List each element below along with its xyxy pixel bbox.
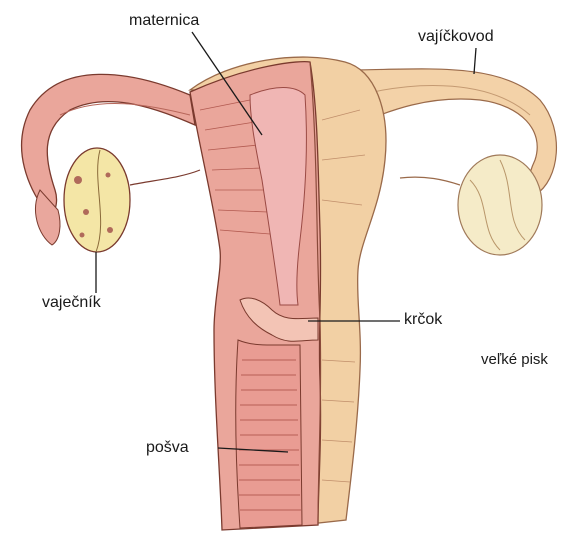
label-uterus: maternica — [129, 12, 199, 30]
vaginal-canal — [236, 340, 302, 528]
left-ovary — [64, 148, 130, 252]
label-cervix: krčok — [404, 311, 442, 329]
label-ovary: vaječník — [42, 294, 101, 312]
label-labia: veľké pisk — [481, 351, 548, 369]
right-ovary — [458, 155, 542, 255]
leader-tube — [474, 48, 476, 74]
label-fallopian-tube: vajíčkovod — [418, 28, 494, 46]
label-vagina: pošva — [146, 439, 189, 457]
